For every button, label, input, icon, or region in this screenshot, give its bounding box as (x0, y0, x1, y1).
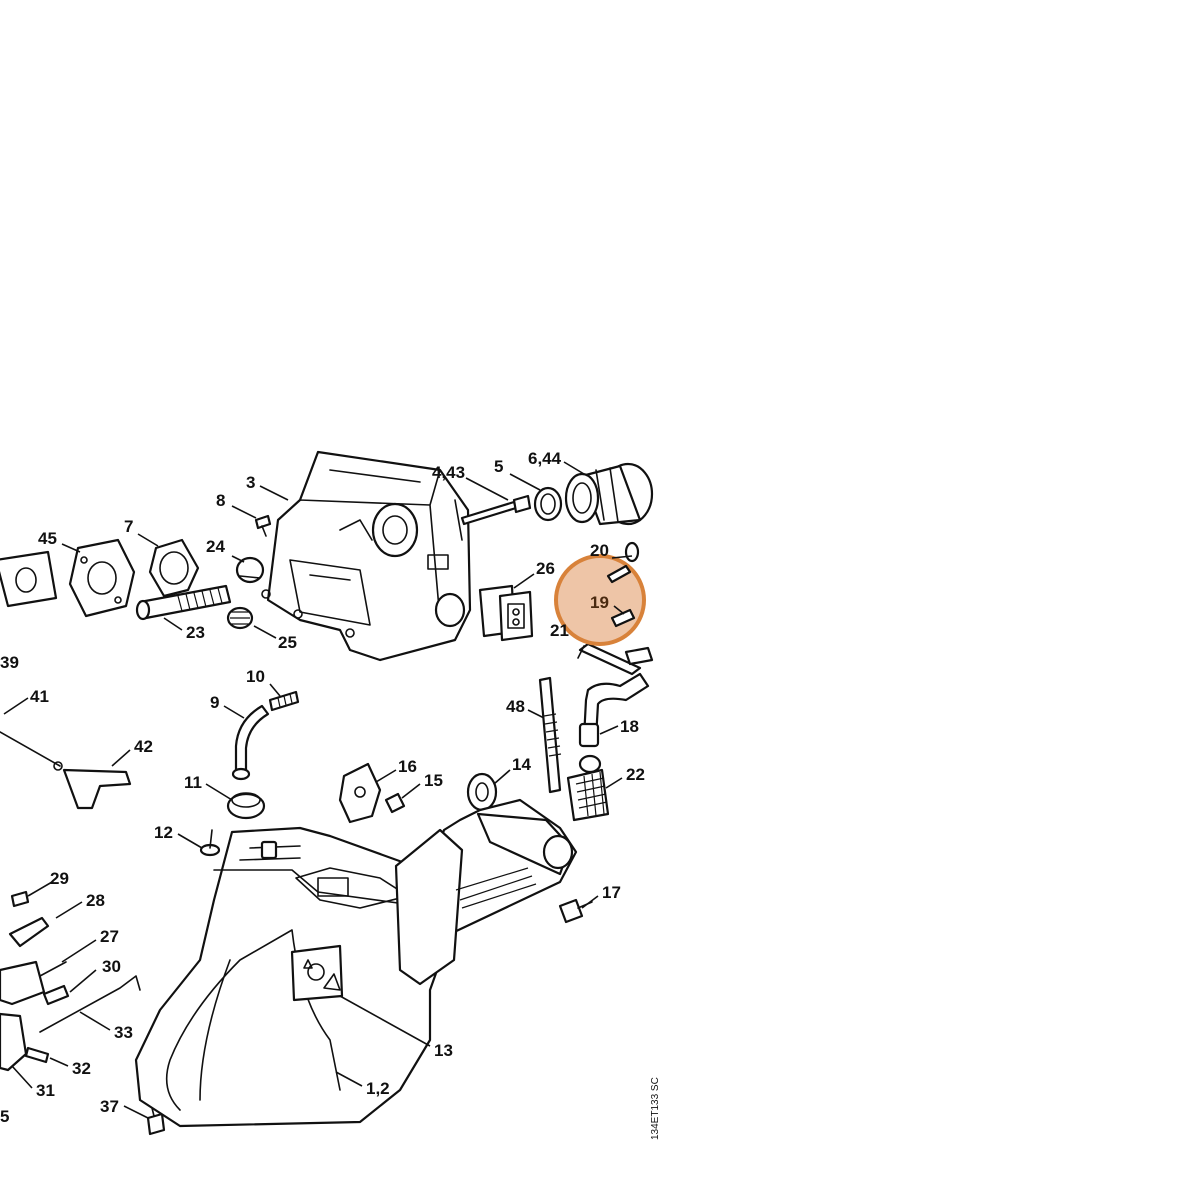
callout-10: 10 (246, 667, 265, 686)
callout-22: 22 (626, 765, 645, 784)
part-10-spring (268, 690, 300, 712)
callout-8: 8 (216, 491, 225, 510)
callout-5-bottom: 5 (0, 1107, 9, 1126)
callout-42: 42 (134, 737, 153, 756)
part-24-plug (235, 556, 265, 584)
highlight-19 (554, 554, 646, 646)
part-14-grommet (466, 772, 498, 812)
callout-23: 23 (186, 623, 205, 642)
callout-18: 18 (620, 717, 639, 736)
callout-24: 24 (206, 537, 225, 556)
callout-1-2: 1,2 (366, 1079, 390, 1098)
part-31-part (0, 1012, 28, 1072)
callout-32: 32 (72, 1059, 91, 1078)
part-13-1-2-tank-housing (134, 798, 578, 1128)
callout-16: 16 (398, 757, 417, 776)
part-45-gasket (68, 538, 136, 618)
part-22-filter (566, 754, 610, 822)
part-6-44-intake-boot (564, 462, 654, 526)
part-5-ring (533, 486, 563, 522)
part-42-lever (62, 768, 132, 810)
part-29-pin (10, 890, 30, 908)
part-37-screw (146, 1099, 166, 1136)
part-21-hose-bend (577, 642, 642, 676)
part-25-spring (226, 606, 254, 630)
part-16-bracket (338, 762, 382, 824)
callout-21: 21 (550, 621, 569, 640)
callout-28: 28 (86, 891, 105, 910)
callout-26: 26 (536, 559, 555, 578)
callout-19: 19 (590, 593, 609, 612)
callout-29: 29 (50, 869, 69, 888)
callout-3: 3 (246, 473, 255, 492)
callout-9: 9 (210, 693, 219, 712)
part-23-threaded-bolt (135, 584, 232, 621)
part-27-pin (39, 961, 67, 977)
part-7-gasket (148, 538, 200, 598)
part-gasket-left (0, 550, 58, 608)
callout-30: 30 (102, 957, 121, 976)
callout-15: 15 (424, 771, 443, 790)
callout-45: 45 (38, 529, 57, 548)
callout-27: 27 (100, 927, 119, 946)
part-trigger-left (0, 960, 70, 1006)
part-17-screw (558, 898, 593, 924)
callout-17: 17 (602, 883, 621, 902)
part-8-screw (254, 514, 272, 537)
callout-25: 25 (278, 633, 297, 652)
part-18-fuel-hose (578, 672, 650, 748)
part-3-carburetor-box (261, 450, 472, 662)
callout-14: 14 (512, 755, 531, 774)
part-32-pin (24, 1046, 50, 1064)
part-26-element (478, 584, 534, 642)
callout-12: 12 (154, 823, 173, 842)
callout-20: 20 (590, 541, 609, 560)
callout-13: 13 (434, 1041, 453, 1060)
callout-37: 37 (100, 1097, 119, 1116)
callout-33: 33 (114, 1023, 133, 1042)
part-12-screw (199, 829, 221, 857)
callout-5: 5 (494, 457, 503, 476)
part-41-rod (0, 731, 63, 771)
part-11-grommet (226, 792, 266, 820)
part-20-clip (624, 541, 640, 563)
callout-7: 7 (124, 517, 133, 536)
callout-39: 39 (0, 653, 19, 672)
callout-48: 48 (506, 697, 525, 716)
part-fitting-right (624, 646, 654, 666)
part-9-oil-hose (231, 704, 270, 781)
leader-lines (3, 461, 633, 1119)
document-code: 134ET133 SC (650, 1077, 661, 1140)
callout-41: 41 (30, 687, 49, 706)
callout-labels: 3 8 4,43 5 6,44 45 7 24 20 26 19 21 23 2… (0, 449, 645, 1126)
part-48-hose (538, 676, 562, 794)
part-4-43-screw (460, 494, 532, 526)
callout-6-44: 6,44 (528, 449, 562, 468)
callout-11: 11 (184, 773, 202, 792)
callout-4-43: 4,43 (432, 463, 465, 482)
part-28-lever (8, 916, 50, 948)
part-15-nut (384, 792, 406, 814)
callout-31: 31 (36, 1081, 55, 1100)
part-30-rod (39, 975, 141, 1033)
